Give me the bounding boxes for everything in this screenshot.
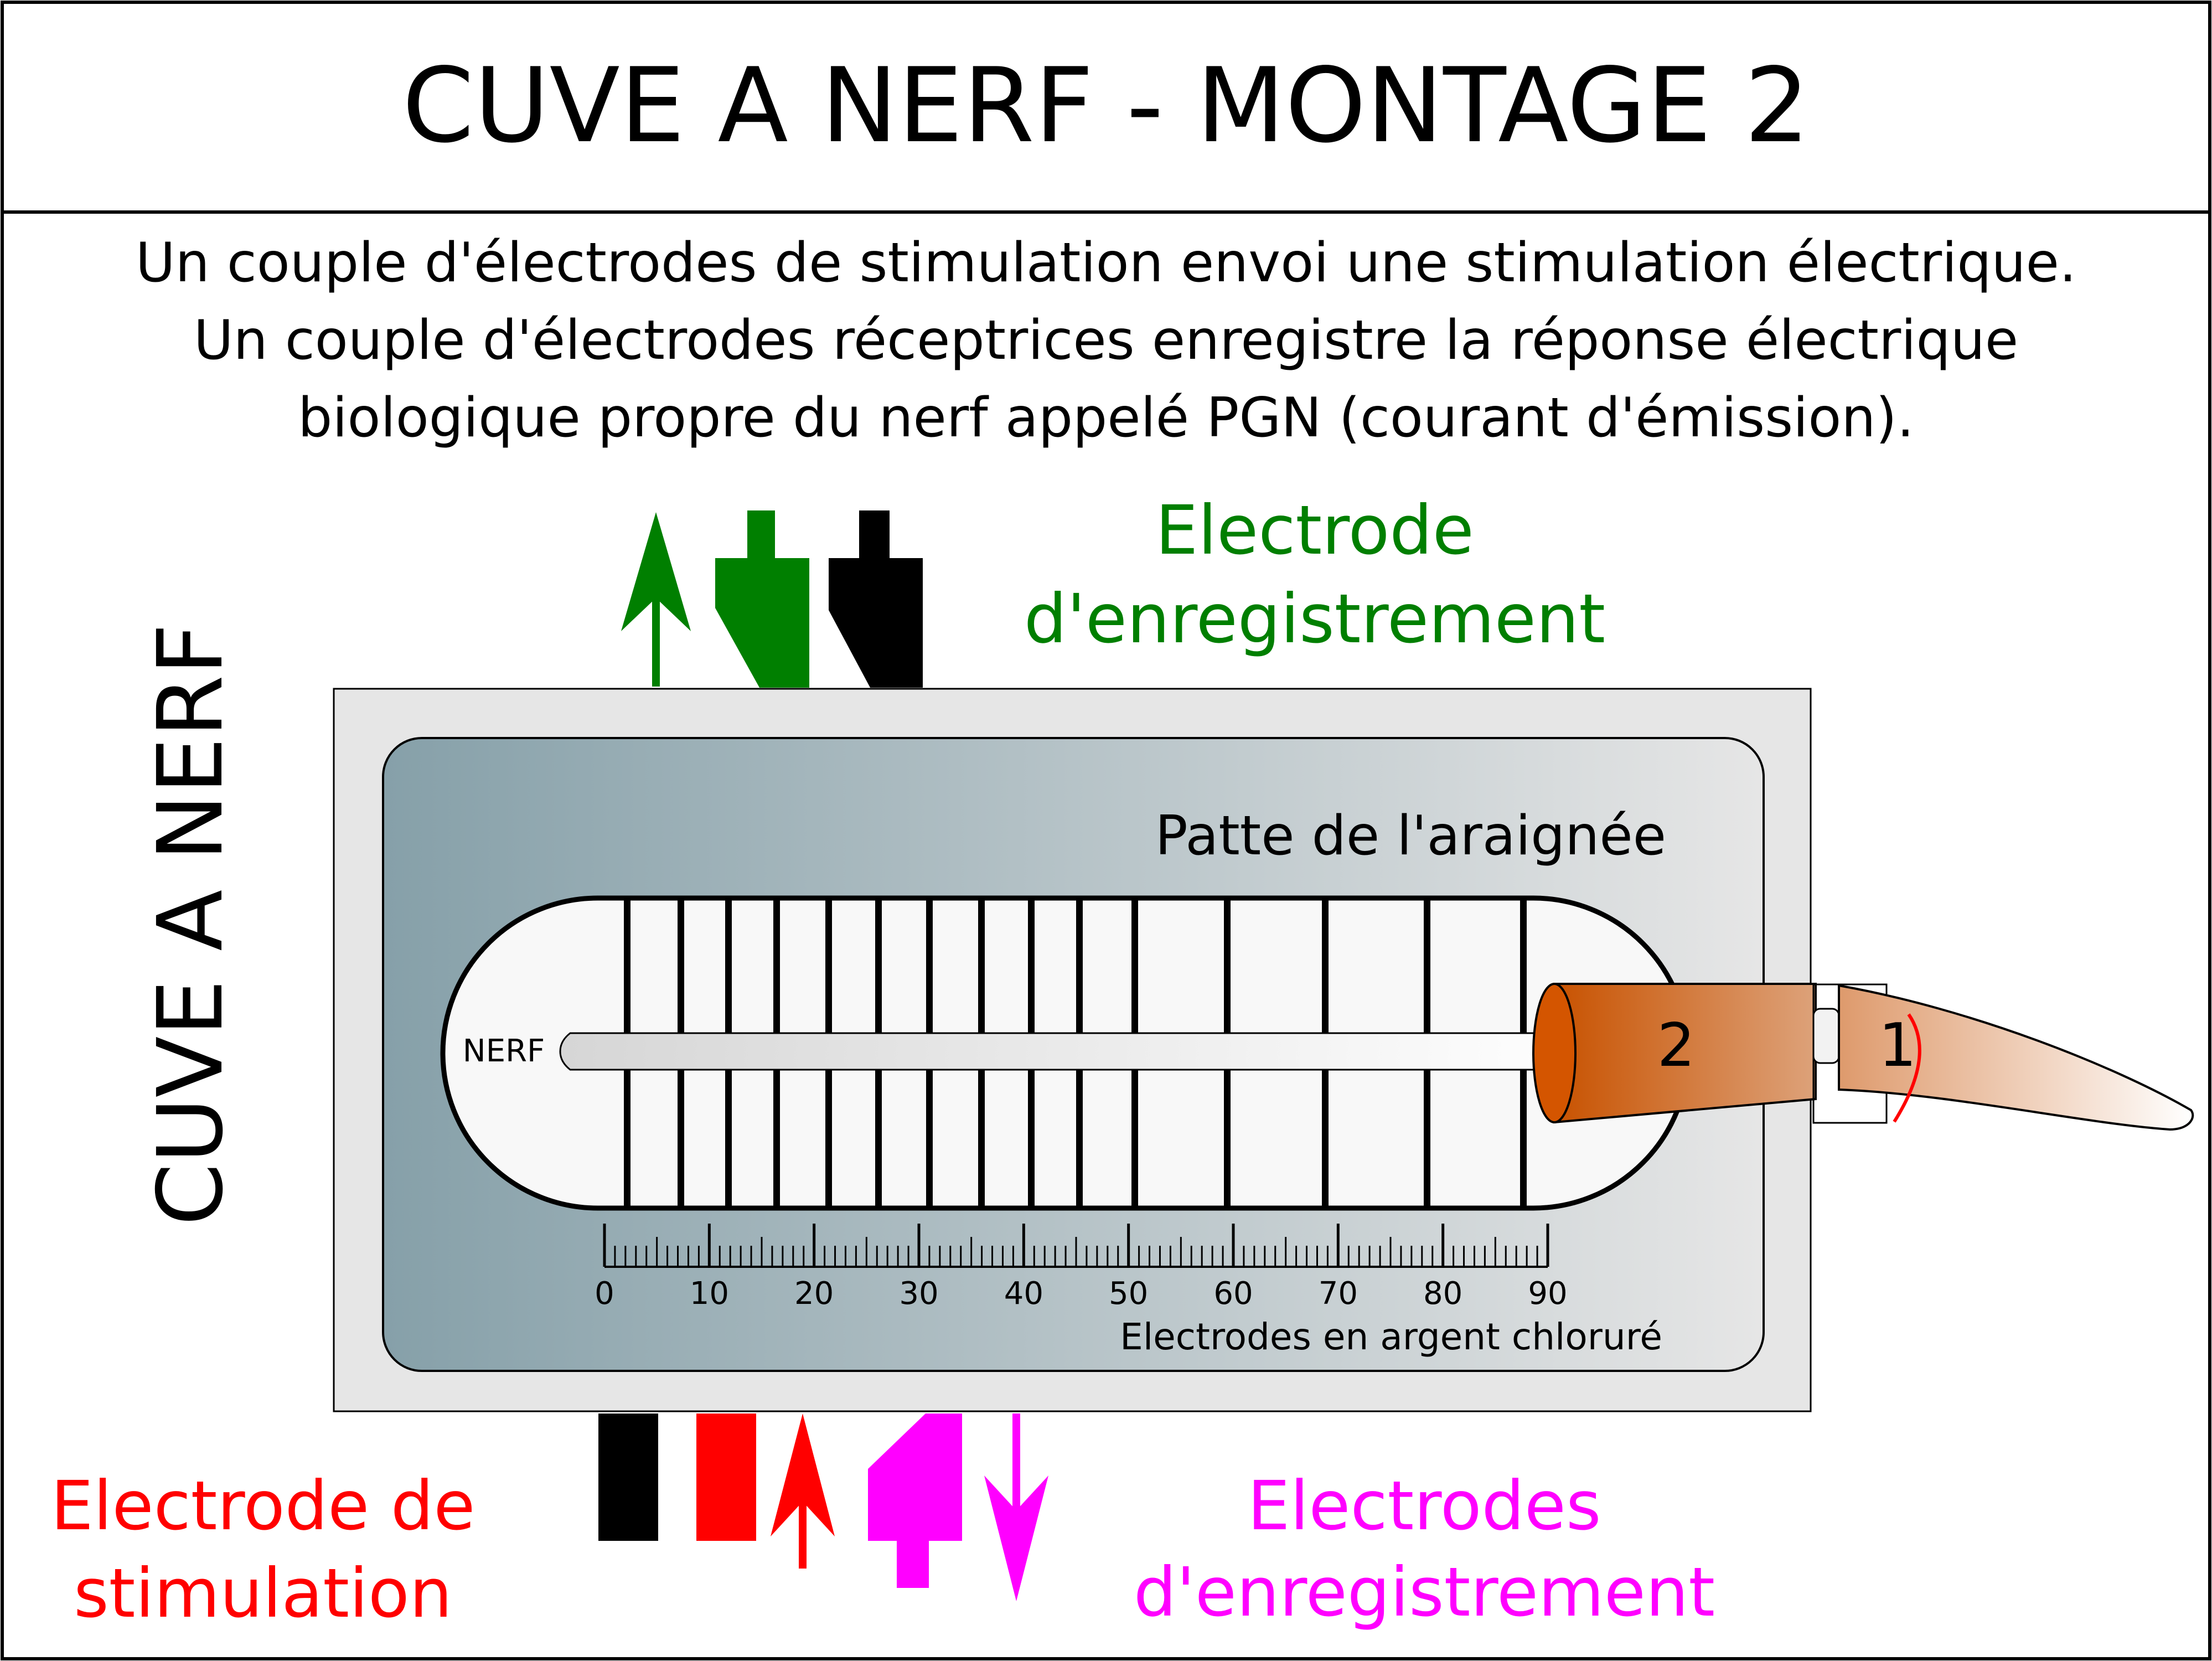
leg-segment-1-claw bbox=[1838, 984, 2194, 1131]
leg-joint bbox=[1812, 1008, 1840, 1064]
ruler-scale: 0 10 20 30 40 50 60 70 80 90 bbox=[595, 1224, 1568, 1312]
magenta-recording-connector-icon bbox=[868, 1414, 962, 1588]
stimulation-connector-icon bbox=[696, 1414, 756, 1541]
nerve-label: NERF bbox=[463, 1033, 545, 1069]
page-title: CUVE A NERF - MONTAGE 2 bbox=[402, 45, 1810, 166]
recording-bottom-label-1: Electrodes bbox=[1247, 1467, 1601, 1545]
description-line-2: Un couple d'électrodes réceptrices enreg… bbox=[194, 309, 2018, 372]
red-arrow-up-icon bbox=[771, 1414, 835, 1569]
ruler-tick-label: 10 bbox=[690, 1276, 729, 1312]
magenta-arrow-down-icon bbox=[984, 1414, 1048, 1601]
green-recording-connector-icon bbox=[715, 510, 809, 688]
recording-bottom-label-2: d'enregistrement bbox=[1134, 1553, 1715, 1632]
nerve-fiber bbox=[559, 1032, 1591, 1071]
electrodes-caption: Electrodes en argent chloruré bbox=[1120, 1316, 1662, 1358]
ruler-tick-label: 50 bbox=[1109, 1276, 1148, 1312]
ruler-tick-label: 0 bbox=[595, 1276, 614, 1312]
black-recording-connector-icon bbox=[829, 510, 923, 688]
recording-top-label-1: Electrode bbox=[1155, 491, 1474, 570]
ruler-tick-label: 70 bbox=[1319, 1276, 1358, 1312]
segment-1-label: 1 bbox=[1879, 1011, 1917, 1080]
ruler-tick-label: 30 bbox=[899, 1276, 938, 1312]
stimulation-label-2: stimulation bbox=[74, 1554, 452, 1633]
ruler-tick-label: 90 bbox=[1528, 1276, 1567, 1312]
segment-2-label: 2 bbox=[1657, 1011, 1696, 1080]
ruler-tick-label: 80 bbox=[1423, 1276, 1462, 1312]
leg-label: Patte de l'araignée bbox=[1155, 804, 1666, 868]
ground-connector-icon bbox=[598, 1414, 658, 1541]
green-arrow-up-icon bbox=[621, 512, 691, 687]
ruler-tick-label: 20 bbox=[794, 1276, 834, 1312]
leg-segment-2-cut bbox=[1532, 983, 1577, 1123]
chamber-electrode-bars bbox=[624, 900, 1527, 1206]
recording-top-label-2: d'enregistrement bbox=[1024, 580, 1605, 658]
leg-joint-ring bbox=[1812, 983, 1888, 1124]
description-line-3: biologique propre du nerf appelé PGN (co… bbox=[298, 386, 1914, 450]
leg-segment-1-edge bbox=[1893, 1013, 1921, 1123]
ruler-tick-label: 40 bbox=[1004, 1276, 1043, 1312]
side-label: CUVE A NERF bbox=[139, 623, 243, 1226]
ruler-tick-label: 60 bbox=[1213, 1276, 1253, 1312]
stimulation-label-1: Electrode de bbox=[51, 1467, 476, 1545]
description-line-1: Un couple d'électrodes de stimulation en… bbox=[136, 231, 2076, 295]
